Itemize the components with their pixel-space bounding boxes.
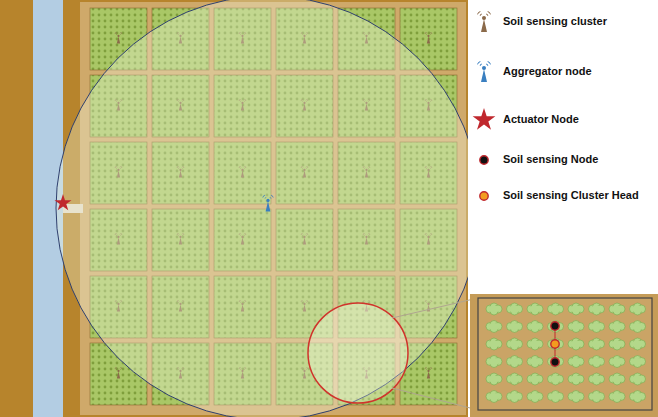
field (0, 0, 480, 417)
legend-text: Actuator Node (503, 113, 579, 126)
legend-text: Soil sensing cluster (503, 15, 607, 28)
legend-icons (473, 11, 496, 200)
sensing-cluster-icon (425, 32, 433, 44)
sensing-cluster-icon (425, 367, 433, 379)
plant (486, 338, 502, 350)
plant (568, 373, 584, 385)
sensing-cluster-icon (115, 32, 123, 44)
plant (527, 373, 543, 385)
zoom-inset (470, 294, 658, 417)
plant (527, 391, 543, 403)
legend-node-icon (480, 156, 488, 164)
plant (568, 391, 584, 403)
plant (486, 356, 502, 368)
legend-text: Soil sensing Node (503, 153, 598, 166)
plant (527, 303, 543, 315)
sensing-node (551, 322, 559, 330)
legend-head-icon (480, 192, 488, 200)
aggregator-range (56, 0, 468, 417)
plant (589, 321, 605, 333)
plant (486, 373, 502, 385)
plant (609, 391, 625, 403)
plant (568, 338, 584, 350)
plant (486, 321, 502, 333)
zoom-lines (392, 298, 478, 410)
plant (548, 303, 564, 315)
plant (548, 391, 564, 403)
actuator-icon (54, 194, 71, 210)
aggregator-icon (262, 195, 273, 212)
plant (609, 303, 625, 315)
plant (486, 391, 502, 403)
plant (527, 356, 543, 368)
plant (630, 338, 646, 350)
plant (589, 356, 605, 368)
legend-text: Aggregator node (503, 65, 592, 78)
plant (486, 303, 502, 315)
plant (630, 321, 646, 333)
legend-aggregator-icon (477, 61, 491, 82)
plant (630, 303, 646, 315)
plant (609, 321, 625, 333)
plant (609, 338, 625, 350)
plant (568, 303, 584, 315)
plant (527, 321, 543, 333)
plant (507, 303, 523, 315)
plant (630, 356, 646, 368)
plant (568, 321, 584, 333)
plant (527, 338, 543, 350)
plant (507, 391, 523, 403)
plant (589, 391, 605, 403)
plant (507, 356, 523, 368)
plant (568, 356, 584, 368)
sensing-node (551, 358, 559, 366)
plant (507, 373, 523, 385)
plant (609, 373, 625, 385)
plant (589, 303, 605, 315)
legend-cluster-icon (477, 11, 491, 32)
cluster-head (551, 340, 559, 348)
plant (589, 373, 605, 385)
plant (609, 356, 625, 368)
plant (589, 338, 605, 350)
plant (630, 373, 646, 385)
legend-actuator-icon (473, 108, 496, 130)
plant (507, 338, 523, 350)
legend-text: Soil sensing Cluster Head (503, 189, 639, 202)
sensing-cluster-icon (115, 367, 123, 379)
plant (630, 391, 646, 403)
plant (507, 321, 523, 333)
plant (548, 373, 564, 385)
